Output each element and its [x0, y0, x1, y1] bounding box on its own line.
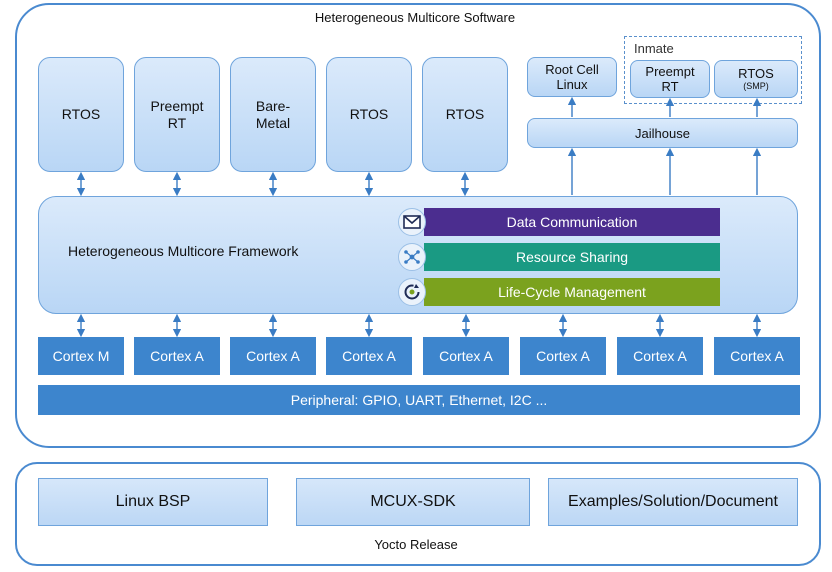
inmate-preempt-rt: Preempt RT [630, 60, 710, 98]
os-box-3: Bare-Metal [230, 57, 316, 172]
core-7: Cortex A [617, 337, 703, 375]
mcux-sdk-box: MCUX-SDK [296, 478, 530, 526]
inmate-rtos-smp: (SMP) [743, 81, 769, 91]
os-box-4: RTOS [326, 57, 412, 172]
inmate-label: Inmate [634, 41, 674, 56]
linux-bsp-box: Linux BSP [38, 478, 268, 526]
core-2: Cortex A [134, 337, 220, 375]
os-box-1: RTOS [38, 57, 124, 172]
core-8: Cortex A [714, 337, 800, 375]
life-cycle-management-bar: Life-Cycle Management [424, 278, 720, 306]
root-cell-linux: Root Cell Linux [527, 57, 617, 97]
examples-box: Examples/Solution/Document [548, 478, 798, 526]
core-1: Cortex M [38, 337, 124, 375]
envelope-icon [398, 208, 426, 236]
os-box-2: Preempt RT [134, 57, 220, 172]
peripheral-bar: Peripheral: GPIO, UART, Ethernet, I2C ..… [38, 385, 800, 415]
jailhouse-box: Jailhouse [527, 118, 798, 148]
core-4: Cortex A [326, 337, 412, 375]
data-communication-bar: Data Communication [424, 208, 720, 236]
os-box-5: RTOS [422, 57, 508, 172]
lifecycle-refresh-icon [398, 278, 426, 306]
software-title: Heterogeneous Multicore Software [314, 10, 516, 25]
resource-sharing-bar: Resource Sharing [424, 243, 720, 271]
core-5: Cortex A [423, 337, 509, 375]
release-label: Yocto Release [374, 537, 458, 552]
network-share-icon [398, 243, 426, 271]
core-3: Cortex A [230, 337, 316, 375]
inmate-group [624, 36, 802, 104]
core-6: Cortex A [520, 337, 606, 375]
framework-label: Heterogeneous Multicore Framework [68, 243, 299, 259]
inmate-rtos-label: RTOS [738, 66, 774, 81]
inmate-rtos: RTOS (SMP) [714, 60, 798, 98]
